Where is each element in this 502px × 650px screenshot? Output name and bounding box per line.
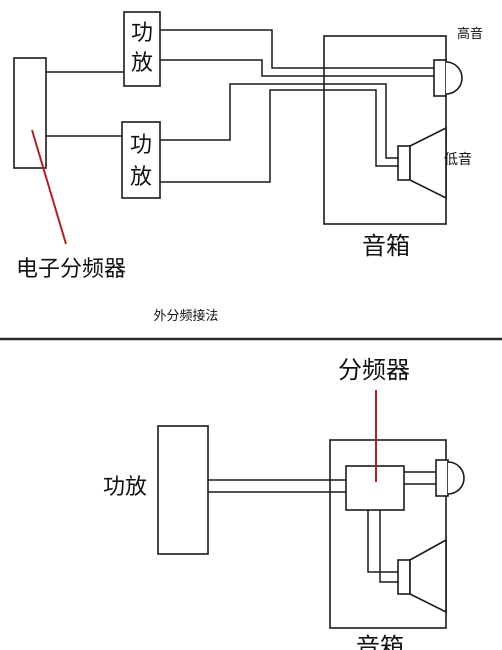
top-diagram-external-crossover: 功 放 功 放 音箱 高音 低音 电子分频器 外分频接法 xyxy=(13,11,483,324)
internal-crossover-label: 分频器 xyxy=(338,356,410,384)
top-tweeter-dome xyxy=(445,61,463,95)
upper-amp-to-tweeter-wire-b xyxy=(160,59,434,77)
upper-amplifier-label-line2: 放 xyxy=(131,51,153,76)
top-enclosure-label: 音箱 xyxy=(362,232,410,260)
bottom-woofer-magnet xyxy=(397,559,411,595)
upper-amp-to-tweeter-wire-a xyxy=(160,29,434,69)
woofer-label: 低音 xyxy=(444,151,472,168)
bottom-diagram-internal-crossover: 功放 音箱 分频器 xyxy=(103,356,465,650)
top-diagram-caption: 外分频接法 xyxy=(153,308,218,324)
electronic-crossover-label: 电子分频器 xyxy=(16,257,126,282)
top-tweeter-magnet xyxy=(433,59,447,97)
lower-amp-to-woofer-wire-a xyxy=(160,83,398,159)
upper-amplifier-box xyxy=(123,11,161,87)
bottom-woofer-cone xyxy=(409,538,447,614)
bottom-amplifier-box xyxy=(157,425,209,555)
lower-amplifier-label-line1: 功 xyxy=(130,133,152,158)
tweeter-label: 高音 xyxy=(457,26,483,42)
internal-crossover-box xyxy=(345,465,405,511)
top-woofer-cone xyxy=(409,126,447,200)
crossover-pointer-line xyxy=(31,129,67,245)
bottom-tweeter-magnet xyxy=(435,459,449,497)
bottom-enclosure-label: 音箱 xyxy=(356,633,404,650)
top-woofer-magnet xyxy=(397,145,411,181)
top-speaker-enclosure xyxy=(323,35,447,225)
crossover-to-woofer-wire-a xyxy=(367,510,398,573)
bottom-amplifier-label: 功放 xyxy=(103,475,147,500)
lower-amp-to-woofer-wire-b xyxy=(160,89,398,183)
upper-amplifier-label-line1: 功 xyxy=(131,21,153,46)
bottom-tweeter-dome xyxy=(447,461,465,495)
lower-amplifier-box xyxy=(121,121,161,199)
lower-amplifier-label-line2: 放 xyxy=(130,165,152,190)
electronic-crossover-box xyxy=(13,57,47,169)
crossover-to-woofer-wire-b xyxy=(379,510,398,583)
